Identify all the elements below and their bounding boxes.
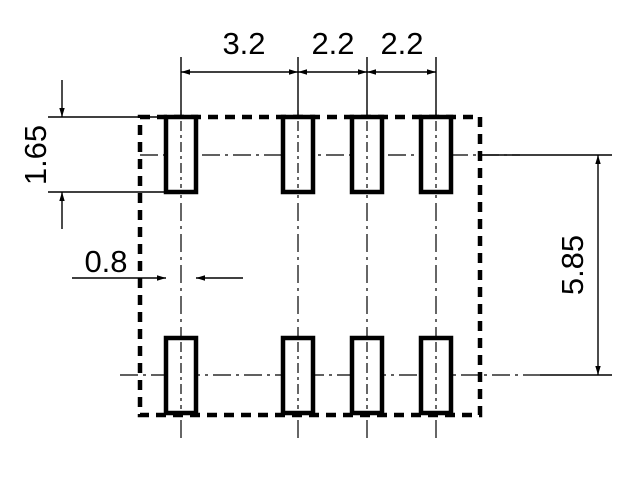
row-spacing-label: 5.85 — [555, 235, 590, 295]
pitch-label-2: 2.2 — [311, 26, 354, 61]
pitch-dimension-group — [180, 57, 437, 117]
row-spacing-dimension-group — [480, 154, 612, 376]
pitch-label-3: 2.2 — [380, 26, 423, 61]
pad-length-dimension-group — [48, 80, 166, 229]
pad-width-label: 0.8 — [84, 244, 127, 279]
pad-length-label: 1.65 — [18, 125, 53, 185]
pitch-label-1: 3.2 — [222, 26, 265, 61]
